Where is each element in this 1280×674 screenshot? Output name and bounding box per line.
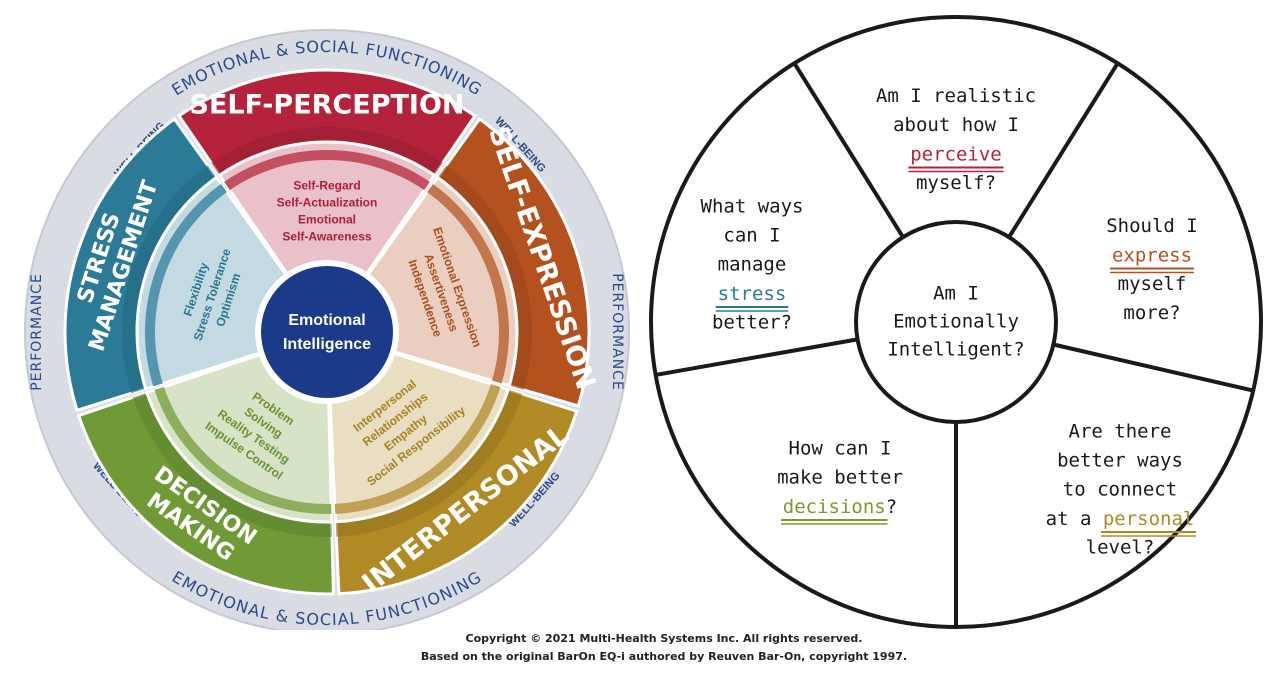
segment-question-line: can I [723, 225, 780, 247]
composite-title-line: SELF-PERCEPTION [190, 90, 465, 121]
segment-keyword: stress [718, 283, 787, 305]
segment-keyword-text: express [1112, 244, 1192, 266]
subscale-label: Self-Regard [293, 179, 360, 193]
copyright-line: Copyright © 2021 Multi-Health Systems In… [465, 632, 863, 645]
center-circle [261, 266, 393, 398]
subscale-label: Emotional [298, 213, 356, 227]
segment-keyword-text: decisions? [783, 496, 897, 518]
center-question-line: Am I [933, 283, 979, 305]
segment-keyword: express [1112, 244, 1192, 266]
segment-keyword: personal [1103, 508, 1195, 530]
segment-question-line: Should I [1106, 215, 1198, 237]
eqi-model-wheel: EMOTIONAL & SOCIAL FUNCTIONINGEMOTIONAL … [24, 29, 630, 630]
composite-title: SELF-PERCEPTION [190, 90, 465, 121]
center-label: Intelligence [283, 336, 371, 353]
segment-personal: Are there better ways to connect at a perso… [1046, 421, 1197, 559]
composite-self-perception: SELF-PERCEPTION Self-RegardSelf-Actualiza… [176, 68, 478, 335]
composite-banner-shade [211, 126, 443, 176]
segment-question-line: Are there [1069, 421, 1172, 443]
composite-inner [217, 140, 437, 335]
segment-keyword-line: at a personal [1046, 508, 1197, 537]
subscale-label: Self-Actualization [277, 196, 378, 210]
segment-question-line: manage [718, 254, 787, 276]
wheel-divider [653, 337, 860, 377]
segment-keyword: perceive [910, 143, 1002, 165]
segment-decisions: How can I make better decisions? [777, 438, 903, 525]
wheel-divider [792, 61, 906, 240]
segment-keyword-line: express [1110, 244, 1194, 274]
segment-question-line: better? [712, 312, 792, 334]
segment-question-line: How can I [789, 438, 892, 460]
segment-keyword-line: decisions? [781, 496, 897, 525]
segment-keyword-line: stress [715, 283, 789, 312]
composite-inner-band [334, 384, 501, 514]
segment-keyword-text: stress [718, 283, 787, 305]
ring-label-left: PERFORMANCE [29, 273, 45, 391]
composite-banner-shade [437, 165, 532, 390]
outer-ring-edge [24, 29, 630, 630]
segment-question-line: What ways [701, 196, 804, 218]
wheel-divider [1006, 61, 1120, 240]
ring-label-right: PERFORMANCE [609, 273, 625, 391]
wheel-divider [1051, 342, 1256, 393]
segment-express: Should I express myself more? [1106, 215, 1198, 324]
composite-banner-shade [121, 165, 217, 394]
composite-subscales: Self-RegardSelf-ActualizationEmotionalSe… [277, 179, 378, 244]
subscale-label: Self-Awareness [282, 230, 371, 244]
composite-inner-band [145, 184, 227, 387]
center-label: Emotional [288, 312, 365, 329]
attribution-line: Based on the original BarOn EQ-i authore… [420, 650, 908, 663]
segment-question-line: myself [1118, 273, 1187, 295]
composite-inner-band [224, 149, 430, 191]
center-question-line: Intelligent? [887, 339, 1024, 361]
segment-perceive: Am I realistic about how I perceive myself? [876, 85, 1036, 194]
segment-question-line: level? [1086, 537, 1155, 559]
segment-question-line: more? [1123, 302, 1180, 324]
composite-inner-band [154, 386, 332, 514]
segment-question-line: better ways [1057, 450, 1183, 472]
segment-keyword-text: perceive [910, 143, 1002, 165]
segment-keyword-text: at a personal [1046, 508, 1195, 530]
segment-stress: What ways can I manage stress better? [701, 196, 804, 334]
center-question-line: Emotionally [893, 311, 1019, 333]
segment-question-line: make better [777, 467, 903, 489]
segment-question-line: Am I realistic [876, 85, 1036, 107]
segment-question-line: to connect [1063, 479, 1177, 501]
segment-keyword: decisions [783, 496, 886, 518]
segment-question-line: myself? [916, 172, 996, 194]
segment-question-line: about how I [893, 114, 1019, 136]
segment-keyword-line: perceive [908, 143, 1004, 173]
composite-inner-band [427, 184, 510, 384]
